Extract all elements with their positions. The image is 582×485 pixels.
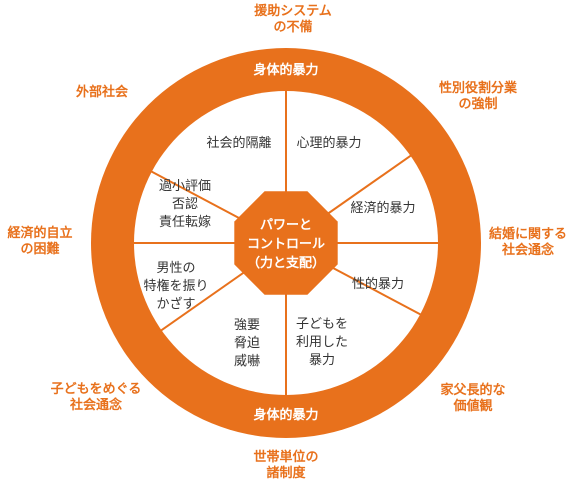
ring-label-top: 身体的暴力: [253, 62, 318, 78]
segment-label-line: 経済的暴力: [350, 200, 415, 216]
segment-label-line: 男性の: [156, 261, 195, 276]
segment-label-line: 威嚇: [234, 354, 260, 369]
outer-label-household-systems: 世帯単位の諸制度: [253, 450, 319, 481]
center-label-line: コントロール: [247, 237, 325, 252]
segment-label-line: 否認: [172, 196, 198, 212]
outer-label-marriage-norms: 結婚に関する社会通念: [488, 227, 568, 258]
segment-label-line: 社会的隔離: [206, 135, 271, 151]
segment-label-line: 強要: [234, 318, 260, 333]
outer-label-child-norms: 子どもをめぐる社会通念: [50, 382, 142, 413]
outer-label-gender-roles: 性別役割分業の強制: [438, 81, 518, 112]
segment-label-line: 性的暴力: [352, 276, 404, 292]
segment-label-line: 暴力: [309, 353, 335, 368]
segment-label-line: 利用した: [296, 335, 348, 350]
center-hub: [234, 191, 338, 295]
segment-label-line: 過小評価: [159, 179, 211, 194]
segment-label-line: 特権を振り: [143, 278, 208, 294]
segment-label-line: 子どもを: [296, 317, 348, 332]
center-label-line: パワーと: [260, 218, 312, 233]
segment-label-line: 責任転嫁: [159, 215, 211, 230]
segment-label-line: かざす: [156, 296, 195, 312]
outer-label-support-system: 援助システムの不備: [254, 4, 332, 35]
segment-label-line: 心理的暴力: [296, 135, 361, 151]
segment-label-line: 脅迫: [234, 336, 260, 351]
ring-label-bottom: 身体的暴力: [253, 407, 318, 423]
outer-label-economic-independence: 経済的自立の困難: [7, 226, 73, 257]
outer-label-patriarchal-values: 家父長的な価値観: [440, 383, 506, 414]
center-label-line: （力と支配）: [247, 255, 325, 271]
outer-label-outside-society: 外部社会: [75, 85, 129, 100]
